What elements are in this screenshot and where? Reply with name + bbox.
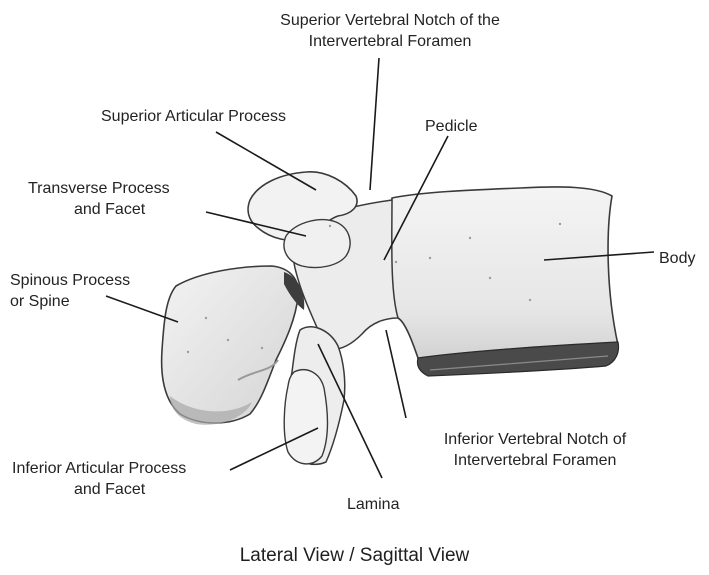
label-inferior-articular-process: Inferior Articular Process and Facet (12, 458, 186, 500)
leader-superior-articular (216, 132, 316, 190)
label-spinous-process-line2: or Spine (10, 291, 130, 312)
label-superior-vertebral-notch-line1: Superior Vertebral Notch of the (240, 10, 540, 31)
leader-inferior-notch (386, 330, 406, 418)
label-inferior-articular-process-line1: Inferior Articular Process (12, 458, 186, 479)
label-superior-vertebral-notch-line2: Intervertebral Foramen (240, 31, 540, 52)
label-lamina: Lamina (347, 494, 399, 515)
leader-superior-notch (370, 58, 379, 190)
inferior-articular-process-shape (284, 370, 327, 464)
vertebral-body-shape (390, 187, 618, 365)
label-body: Body (659, 248, 695, 269)
label-spinous-process: Spinous Process or Spine (10, 270, 130, 312)
label-superior-vertebral-notch: Superior Vertebral Notch of the Interver… (240, 10, 540, 52)
label-inferior-vertebral-notch-line2: Intervertebral Foramen (410, 450, 660, 471)
label-inferior-vertebral-notch: Inferior Vertebral Notch of Intervertebr… (410, 429, 660, 471)
label-transverse-process: Transverse Process and Facet (28, 178, 170, 220)
label-inferior-vertebral-notch-line1: Inferior Vertebral Notch of (410, 429, 660, 450)
label-transverse-process-line1: Transverse Process (28, 178, 170, 199)
spinous-process-shape (162, 266, 299, 423)
label-spinous-process-line1: Spinous Process (10, 270, 130, 291)
label-inferior-articular-process-line2: and Facet (12, 479, 186, 500)
label-superior-articular-process: Superior Articular Process (101, 106, 286, 127)
label-transverse-process-line2: and Facet (28, 199, 170, 220)
label-pedicle: Pedicle (425, 116, 477, 137)
figure-caption: Lateral View / Sagittal View (0, 545, 709, 567)
